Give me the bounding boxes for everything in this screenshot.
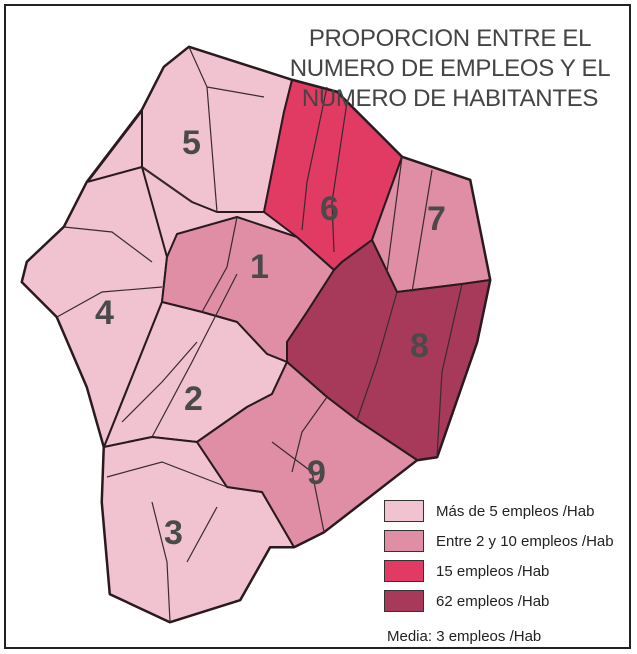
district-label-7: 7 <box>427 200 446 238</box>
district-label-9: 9 <box>307 454 326 492</box>
legend-item: Entre 2 y 10 empleos /Hab <box>384 528 629 558</box>
legend-swatch <box>384 560 424 582</box>
legend-item: 62 empleos /Hab <box>384 588 629 618</box>
title-line-1: PROPORCION ENTRE EL <box>308 25 592 52</box>
district-label-3: 3 <box>164 514 183 552</box>
title-line-3: NUMERO DE HABITANTES <box>301 85 599 112</box>
legend-label: Más de 5 empleos /Hab <box>436 503 595 520</box>
legend-swatch <box>384 590 424 612</box>
district-9 <box>196 361 418 548</box>
district-label-6: 6 <box>320 190 339 228</box>
district-3 <box>101 436 295 623</box>
legend-swatch <box>384 530 424 552</box>
district-label-1: 1 <box>250 248 269 286</box>
legend: Más de 5 empleos /Hab Entre 2 y 10 emple… <box>384 498 629 618</box>
district-label-4: 4 <box>95 294 114 332</box>
district-label-5: 5 <box>182 124 201 162</box>
legend-label: 15 empleos /Hab <box>436 563 550 580</box>
map-frame: 5 6 7 1 4 8 2 9 3 PROPORCION ENTRE EL NU… <box>4 4 631 649</box>
legend-item: 15 empleos /Hab <box>384 558 629 588</box>
map-title: PROPORCION ENTRE EL NUMERO DE EMPLEOS Y … <box>270 24 629 114</box>
district-map: 5 6 7 1 4 8 2 9 3 <box>20 45 492 624</box>
legend-media: Media: 3 empleos /Hab <box>387 628 542 645</box>
legend-label: Entre 2 y 10 empleos /Hab <box>436 533 614 550</box>
district-labels: 5 6 7 1 4 8 2 9 3 <box>95 124 446 552</box>
legend-item: Más de 5 empleos /Hab <box>384 498 629 528</box>
district-label-2: 2 <box>184 380 203 418</box>
district-label-8: 8 <box>410 327 429 365</box>
title-line-2: NUMERO DE EMPLEOS Y EL <box>289 55 611 82</box>
legend-label: 62 empleos /Hab <box>436 593 550 610</box>
legend-swatch <box>384 500 424 522</box>
